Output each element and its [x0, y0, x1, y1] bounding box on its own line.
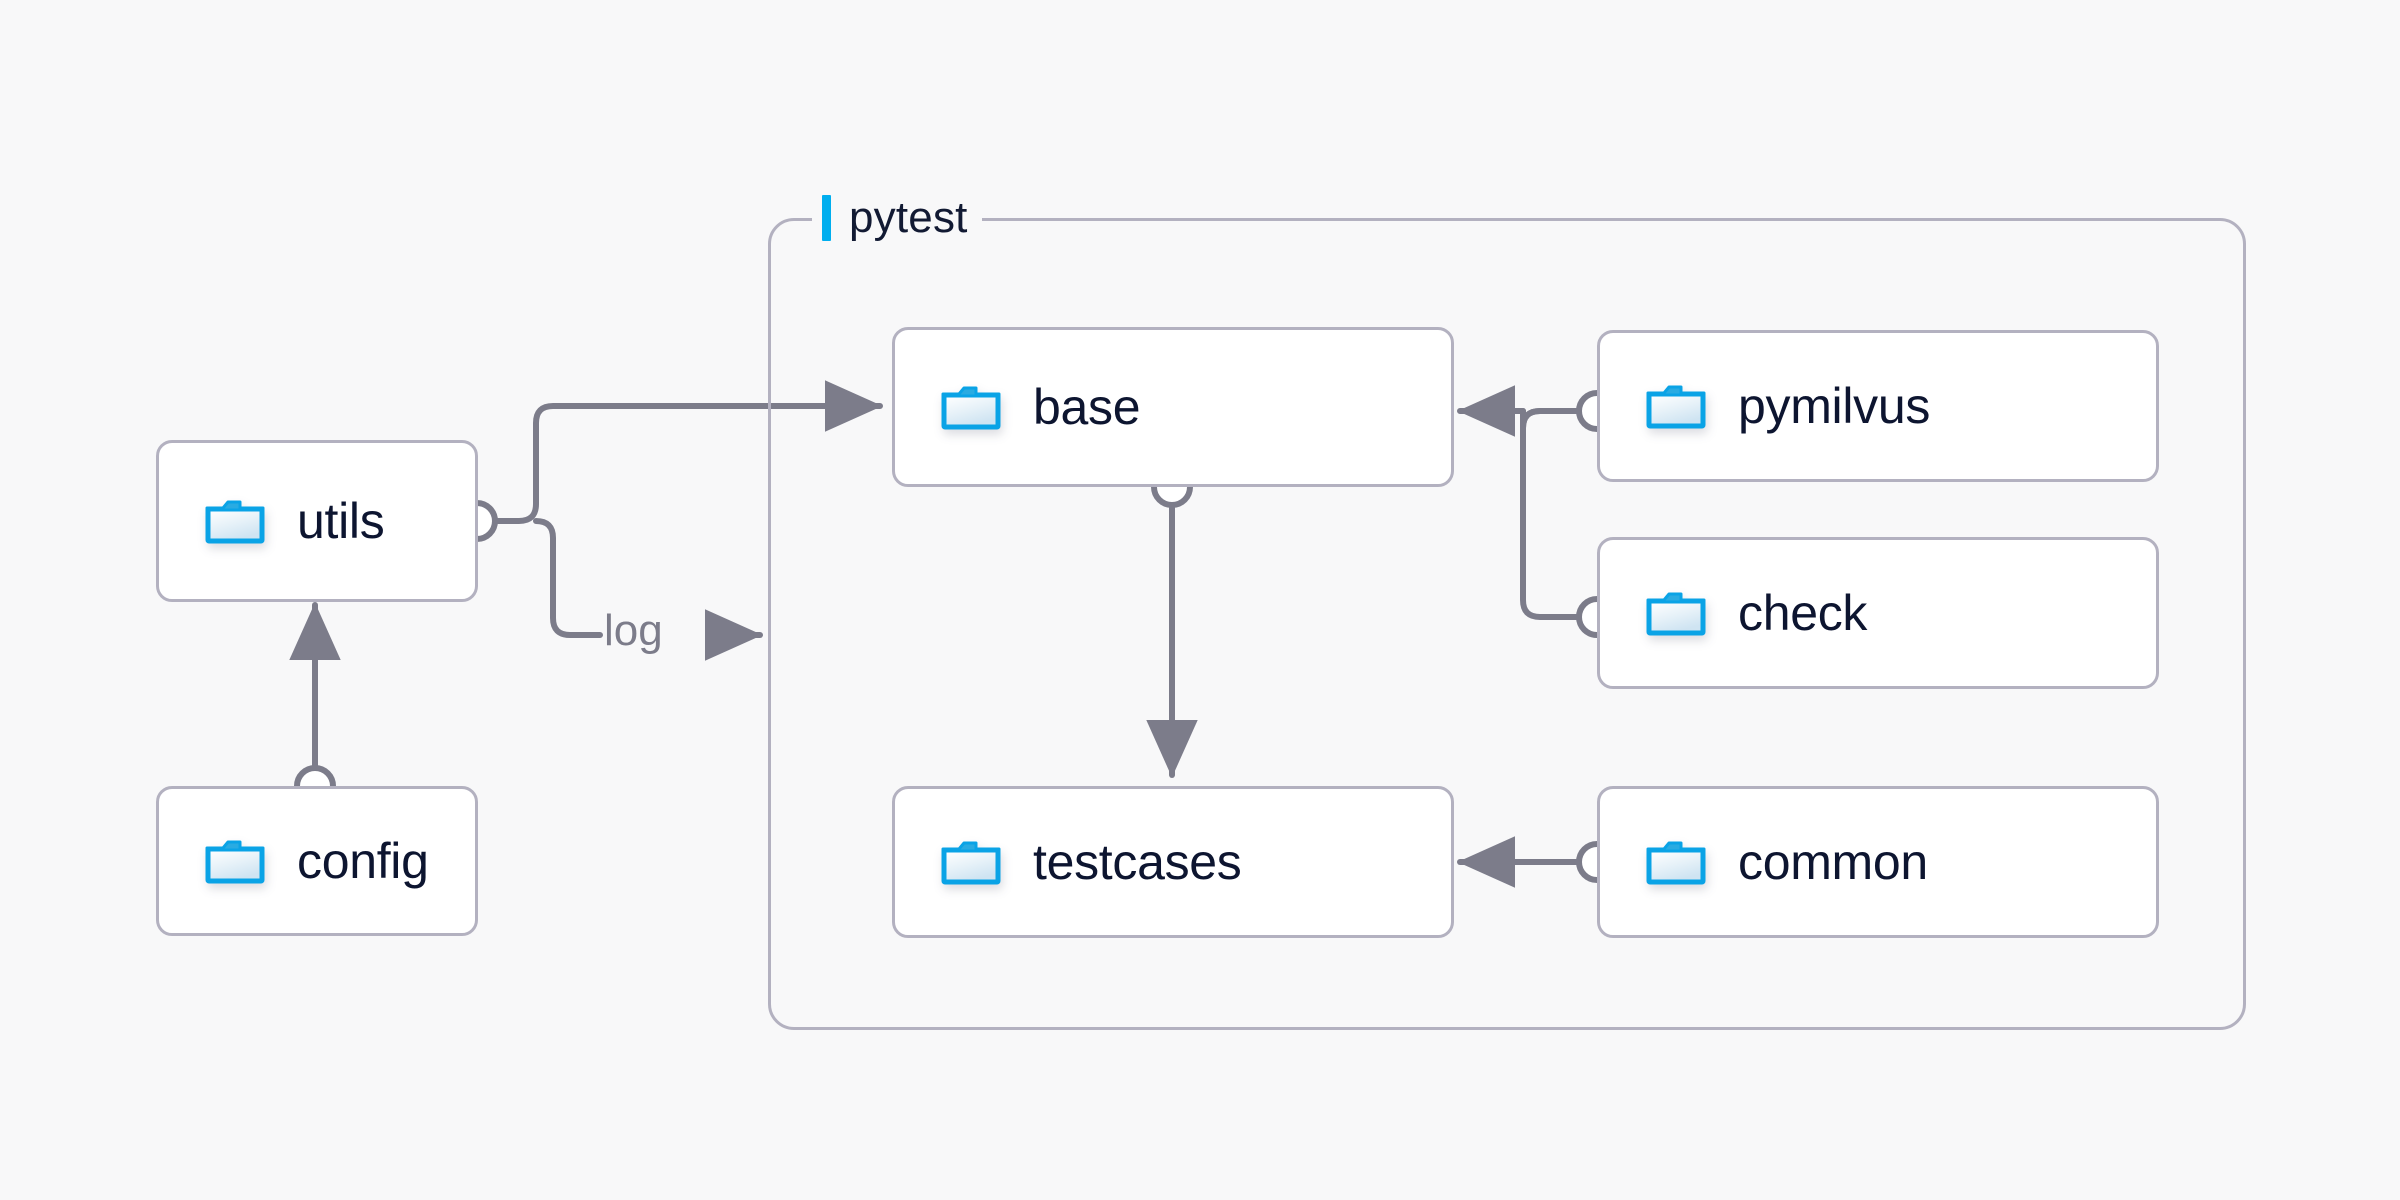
- node-label: base: [1033, 379, 1141, 435]
- node-check[interactable]: check: [1597, 537, 2159, 689]
- node-label: utils: [297, 493, 385, 549]
- node-utils[interactable]: utils: [156, 440, 478, 602]
- node-config[interactable]: config: [156, 786, 478, 936]
- folder-icon: [205, 496, 265, 546]
- folder-icon: [1646, 837, 1706, 887]
- edge-label-log: log: [604, 606, 663, 655]
- node-label: testcases: [1033, 834, 1242, 890]
- group-accent-bar: [822, 195, 831, 241]
- folder-icon: [1646, 588, 1706, 638]
- node-base[interactable]: base: [892, 327, 1454, 487]
- node-common[interactable]: common: [1597, 786, 2159, 938]
- edge-utils-to-log: [533, 518, 603, 638]
- folder-icon: [205, 836, 265, 886]
- group-title-text: pytest: [849, 193, 968, 242]
- group-label-pytest: pytest: [812, 190, 982, 246]
- folder-icon: [941, 837, 1001, 887]
- node-testcases[interactable]: testcases: [892, 786, 1454, 938]
- folder-icon: [941, 382, 1001, 432]
- folder-icon: [1646, 381, 1706, 431]
- node-label: common: [1738, 834, 1928, 890]
- node-label: check: [1738, 585, 1868, 641]
- group-container-pytest: [768, 218, 2246, 1030]
- node-label: pymilvus: [1738, 378, 1931, 434]
- node-pymilvus[interactable]: pymilvus: [1597, 330, 2159, 482]
- node-label: config: [297, 833, 429, 889]
